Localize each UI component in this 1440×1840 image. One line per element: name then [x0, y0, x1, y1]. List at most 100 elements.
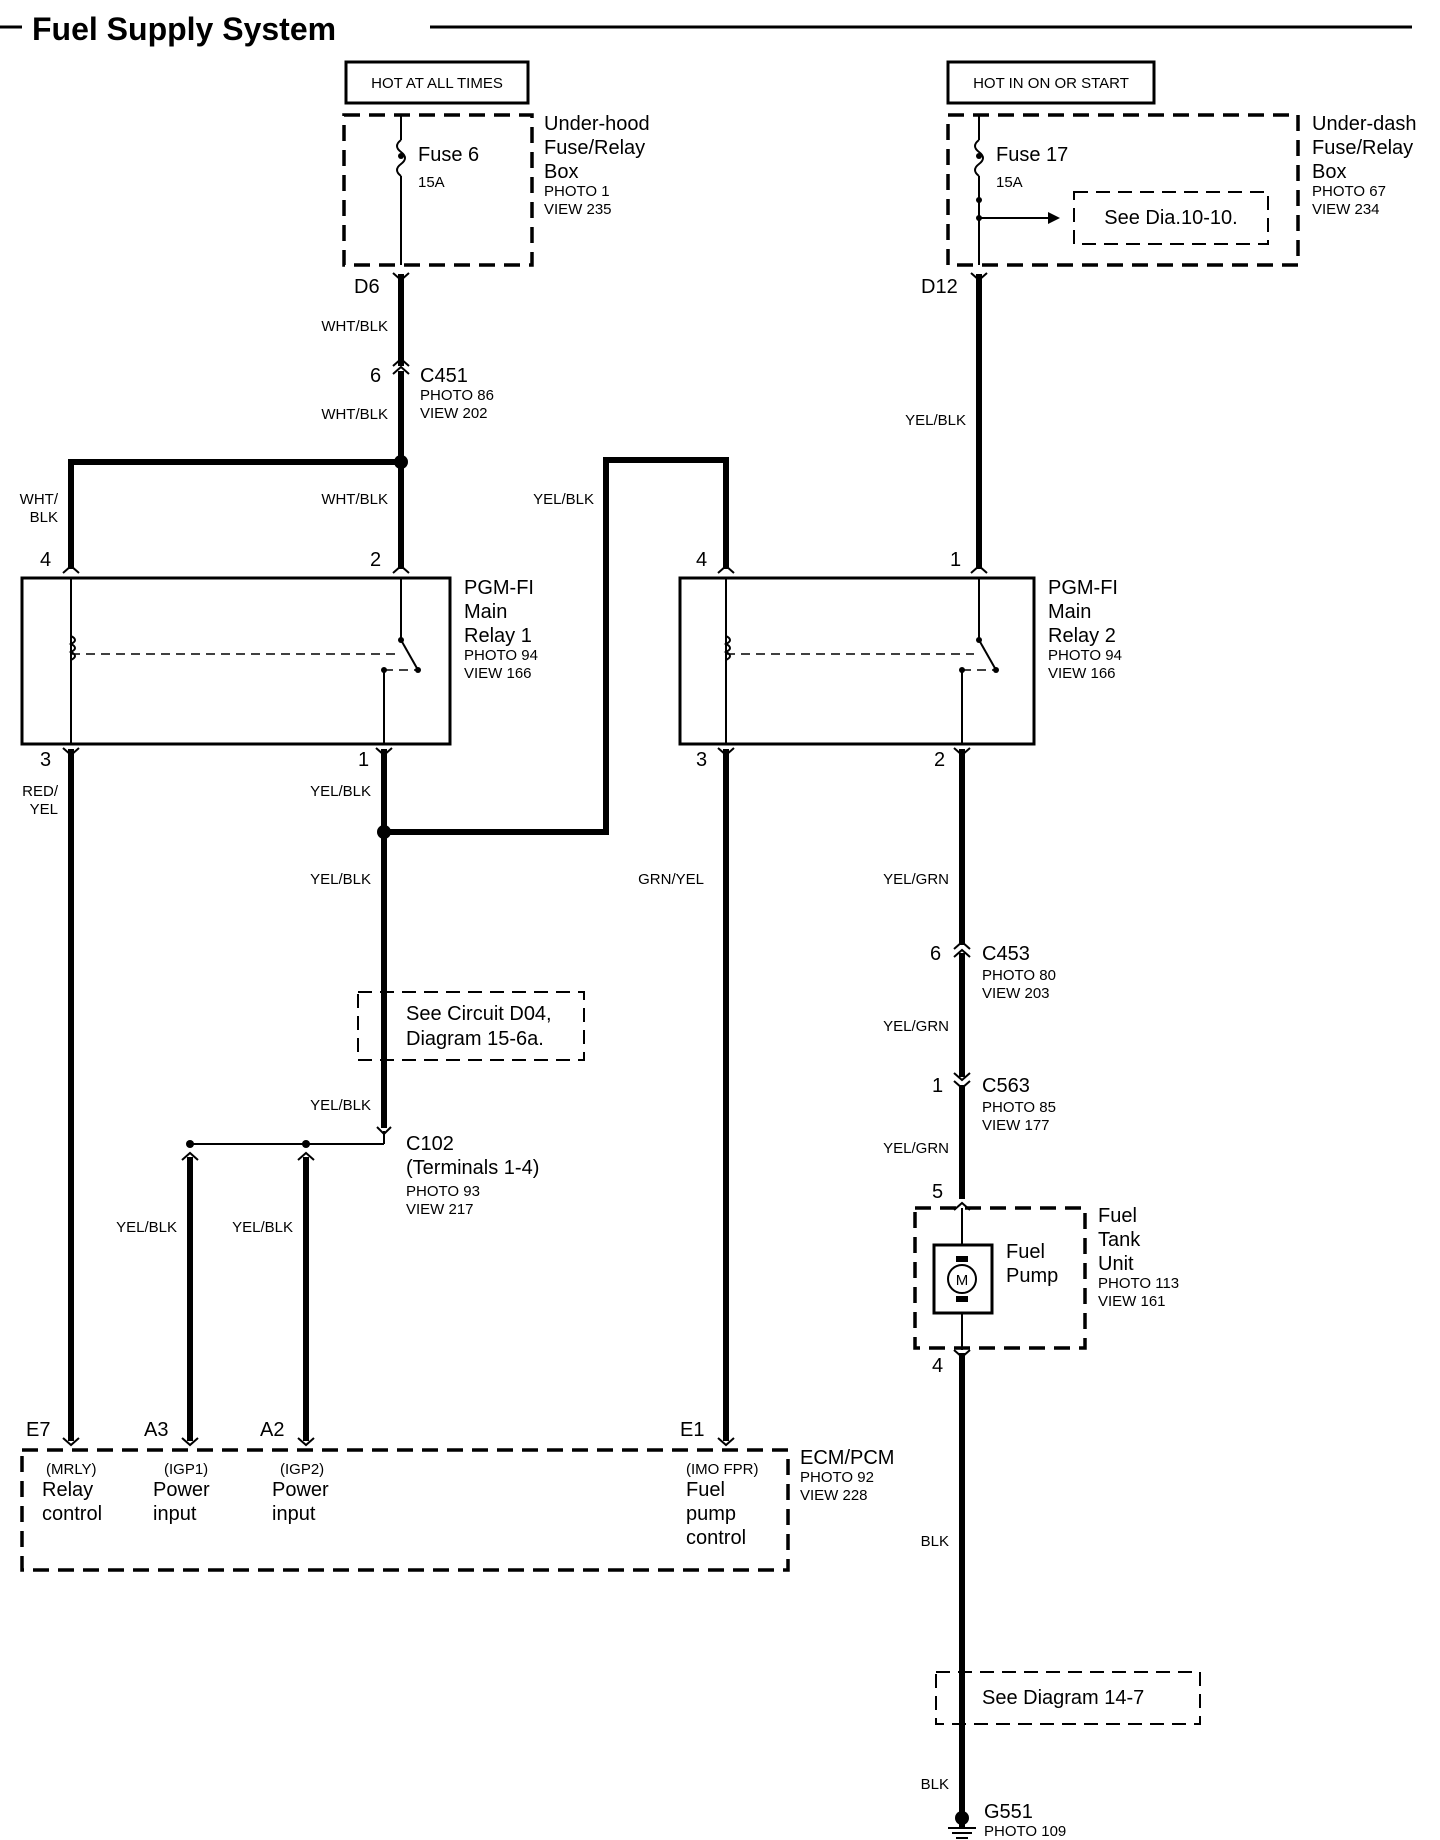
c102-terminals: (Terminals 1-4) [406, 1157, 539, 1179]
fuse6-node [398, 153, 404, 159]
fuse6-symbol [396, 139, 406, 177]
wire-label-yel-blk-cross: YEL/BLK [533, 491, 594, 508]
pump-top-terminal-icon [953, 1201, 971, 1211]
relay2-switch-icon [978, 639, 997, 671]
connector-c563-icon [953, 1072, 971, 1090]
branch-arrow-icon [1048, 212, 1060, 224]
c453-pin: 6 [930, 943, 941, 965]
fuel-tank-pin-5: 5 [932, 1181, 943, 1203]
motor-symbol: M [956, 1272, 969, 1289]
relay2-photo: PHOTO 94 [1048, 647, 1122, 664]
relay1-name-2: Main [464, 601, 507, 623]
relay1-pin1-terminal-icon [375, 747, 393, 757]
ecm-pcm-box [20, 1448, 790, 1572]
connector-c453-icon [953, 940, 971, 958]
wire-label-yel-blk-r1: YEL/BLK [310, 783, 371, 800]
under-hood-name-3: Box [544, 161, 578, 183]
relay1-contact-dot-1 [398, 637, 404, 643]
c451-photo: PHOTO 86 [420, 387, 494, 404]
fuel-tank-photo: PHOTO 113 [1098, 1275, 1179, 1292]
ecm-e7-line-1: Relay [42, 1479, 93, 1501]
c451-name: C451 [420, 365, 468, 387]
hot-in-on-or-start-box [946, 60, 1156, 105]
ecm-pin-e1: E1 [680, 1419, 704, 1441]
relay2-pin3: 3 [696, 749, 707, 771]
fuel-tank-name-3: Unit [1098, 1253, 1134, 1275]
c453-name: C453 [982, 943, 1030, 965]
under-dash-photo: PHOTO 67 [1312, 183, 1386, 200]
relay2-pin2: 2 [934, 749, 945, 771]
ground-photo: PHOTO 109 [984, 1823, 1066, 1840]
relay2-contact-dot-2 [959, 667, 965, 673]
ecm-e1-line-3: control [686, 1527, 746, 1549]
c563-pin: 1 [932, 1075, 943, 1097]
fuse17-node-top [976, 153, 982, 159]
wire-label-yel-blk-a2: YEL/BLK [232, 1219, 293, 1236]
under-dash-name-2: Fuse/Relay [1312, 137, 1413, 159]
relay1-pin2: 2 [370, 549, 381, 571]
ecm-a2-line-1: Power [272, 1479, 329, 1501]
c102-view: VIEW 217 [406, 1201, 474, 1218]
ecm-a2-line-2: input [272, 1503, 316, 1525]
relay1-photo: PHOTO 94 [464, 647, 538, 664]
connector-d12-icon [970, 272, 988, 282]
c563-photo: PHOTO 85 [982, 1099, 1056, 1116]
wire-label-blk-2: BLK [921, 1776, 949, 1793]
ground-icon [948, 1811, 976, 1839]
under-hood-fuse-box [342, 113, 534, 267]
wire-label-yel-blk-mid: YEL/BLK [310, 871, 371, 888]
hot-in-on-or-start-label: HOT IN ON OR START [973, 75, 1129, 92]
wire-label-red-yel-1: RED/ [22, 783, 59, 800]
connector-d6-icon [392, 272, 410, 282]
relay2-pin4-terminal-icon [717, 564, 735, 574]
ecm-e1-code: (IMO FPR) [686, 1461, 759, 1478]
relay2-name-2: Main [1048, 601, 1091, 623]
wire-label-wht-blk-1: WHT/BLK [321, 318, 388, 335]
c451-pin: 6 [370, 365, 381, 387]
ecm-a3-code: (IGP1) [164, 1461, 208, 1478]
under-hood-view: VIEW 235 [544, 201, 612, 218]
fuel-tank-pin-4: 4 [932, 1355, 943, 1377]
splice-wht-blk [394, 455, 408, 469]
wire-label-wht-blk-split-2: BLK [30, 509, 58, 526]
fuel-pump-name-2: Pump [1006, 1265, 1058, 1287]
motor-brush-top [956, 1256, 968, 1262]
under-dash-name-1: Under-dash [1312, 113, 1417, 135]
relay2-name-1: PGM-FI [1048, 577, 1118, 599]
hot-at-all-times-box [344, 60, 530, 105]
relay2-pin3-terminal-icon [717, 747, 735, 757]
ground-name: G551 [984, 1801, 1033, 1823]
connector-c102-icon [376, 1126, 392, 1136]
c563-view: VIEW 177 [982, 1117, 1050, 1134]
circuit-ref-box [357, 991, 585, 1061]
ecm-a3-terminal-icon [181, 1437, 199, 1447]
ecm-a2-terminal-icon [297, 1437, 315, 1447]
wire-label-wht-blk-split-1: WHT/ [20, 491, 59, 508]
fuel-tank-view: VIEW 161 [1098, 1293, 1166, 1310]
wire-label-yel-blk-right: YEL/BLK [905, 412, 966, 429]
relay1-pin2-terminal-icon [392, 564, 410, 574]
c453-photo: PHOTO 80 [982, 967, 1056, 984]
c102-photo: PHOTO 93 [406, 1183, 480, 1200]
ecm-e1-line-1: Fuel [686, 1479, 725, 1501]
ecm-pin-e7: E7 [26, 1419, 50, 1441]
ecm-e7-code: (MRLY) [46, 1461, 97, 1478]
pin-d6: D6 [354, 276, 380, 298]
relay2-view: VIEW 166 [1048, 665, 1116, 682]
ecm-e7-line-2: control [42, 1503, 102, 1525]
motor-icon [947, 1264, 977, 1294]
relay1-name-3: Relay 1 [464, 625, 532, 647]
relay2-pin4: 4 [696, 549, 707, 571]
relay1-pin1: 1 [358, 749, 369, 771]
circuit-ref-line-2: Diagram 15-6a. [406, 1028, 544, 1050]
fuel-tank-unit-box [913, 1206, 1087, 1350]
circuit-ref-line-1: See Circuit D04, [406, 1003, 552, 1025]
ecm-a3-line-1: Power [153, 1479, 210, 1501]
c451-view: VIEW 202 [420, 405, 488, 422]
diagram-title: Fuel Supply System [32, 11, 336, 47]
relay1-box [20, 576, 452, 746]
hot-at-all-times-label: HOT AT ALL TIMES [371, 75, 503, 92]
relay1-contact-dot-3 [415, 667, 421, 673]
fuel-pump-box [932, 1243, 994, 1315]
